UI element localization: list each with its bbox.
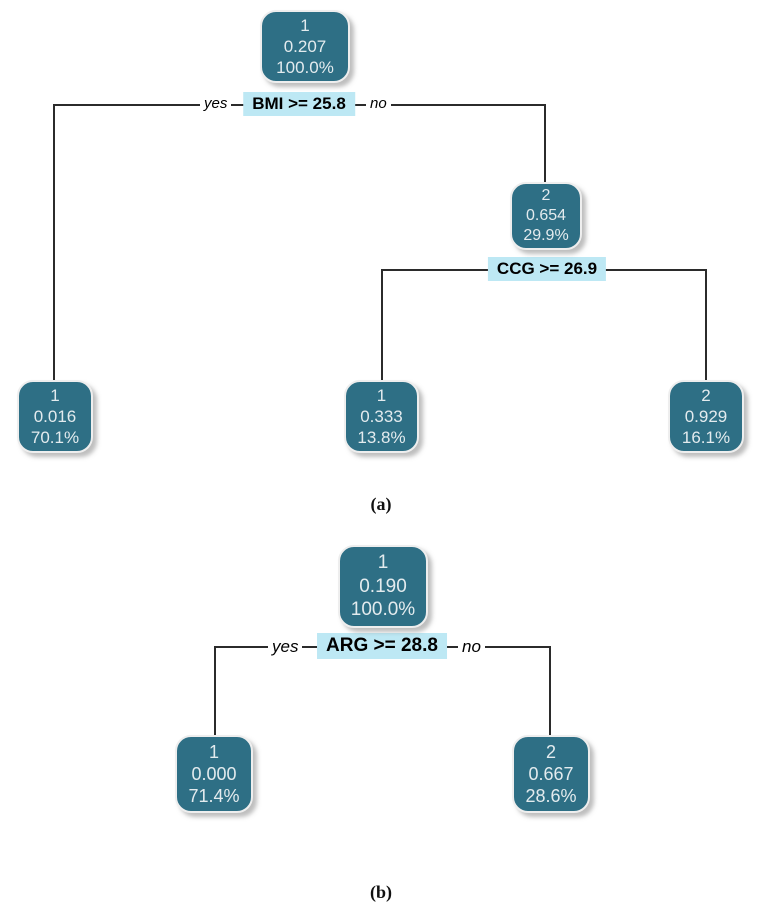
connector-line [214,646,216,736]
leaf-node: 1 0.000 71.4% [175,735,253,813]
node-value: 0.016 [33,406,77,426]
node-class: 2 [541,187,551,205]
node-class: 1 [377,552,389,574]
node-percent: 16.1% [681,428,731,448]
node-percent: 29.9% [523,226,569,244]
leaf-node: 1 0.016 70.1% [17,380,93,453]
connector-line [381,269,383,381]
node-class: 2 [545,741,556,762]
node-value: 0.654 [525,207,567,225]
root-node: 1 0.190 100.0% [338,545,428,628]
node-percent: 28.6% [525,786,577,807]
node-class: 1 [376,385,387,405]
branch-no-label: no [458,637,485,657]
branch-yes-label: yes [200,95,232,112]
node-class: 2 [701,385,711,405]
node-value: 0.929 [684,406,728,426]
node-class: 1 [50,385,60,405]
branch-yes-label: yes [268,637,303,657]
split-label: ARG >= 28.8 [317,633,447,659]
node-value: 0.000 [191,763,237,784]
leaf-node: 2 0.929 16.1% [668,380,744,453]
node-value: 0.333 [360,406,403,426]
node-percent: 100.0% [350,599,416,621]
connector-line [53,104,55,381]
node-class: 1 [208,741,219,762]
leaf-node: 1 0.333 13.8% [344,380,419,453]
connector-line [549,646,551,736]
figure-caption: (b) [370,882,392,902]
node-value: 0.667 [528,763,574,784]
node-percent: 70.1% [30,428,80,448]
internal-node: 2 0.654 29.9% [510,182,582,250]
node-percent: 13.8% [357,428,406,448]
connector-line [544,104,546,184]
node-percent: 100.0% [276,58,334,78]
node-value: 0.207 [283,36,327,56]
connector-line [705,269,707,381]
split-label: BMI >= 25.8 [243,92,355,116]
branch-no-label: no [366,95,391,112]
node-class: 1 [300,15,310,35]
split-label: CCG >= 26.9 [487,257,607,281]
root-node: 1 0.207 100.0% [260,10,350,83]
node-value: 0.190 [359,575,407,597]
node-percent: 71.4% [188,786,240,807]
figure-caption: (a) [370,494,392,514]
leaf-node: 2 0.667 28.6% [512,735,590,813]
